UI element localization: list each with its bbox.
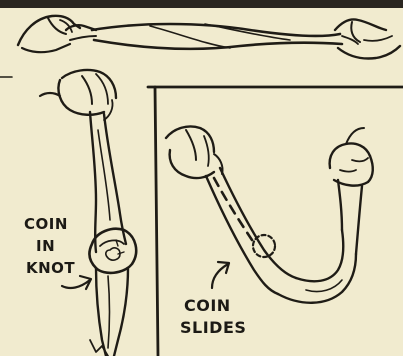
caption-coin-slides-line1: COIN xyxy=(184,296,231,315)
caption-coin-in-knot-line2: IN xyxy=(36,237,55,255)
caption-coin-slides-line2: SLIDES xyxy=(180,318,246,337)
top-border-strip xyxy=(0,0,403,8)
caption-coin-in-knot-line1: COIN xyxy=(24,215,68,233)
caption-coin-in-knot-line3: KNOT xyxy=(26,259,75,277)
